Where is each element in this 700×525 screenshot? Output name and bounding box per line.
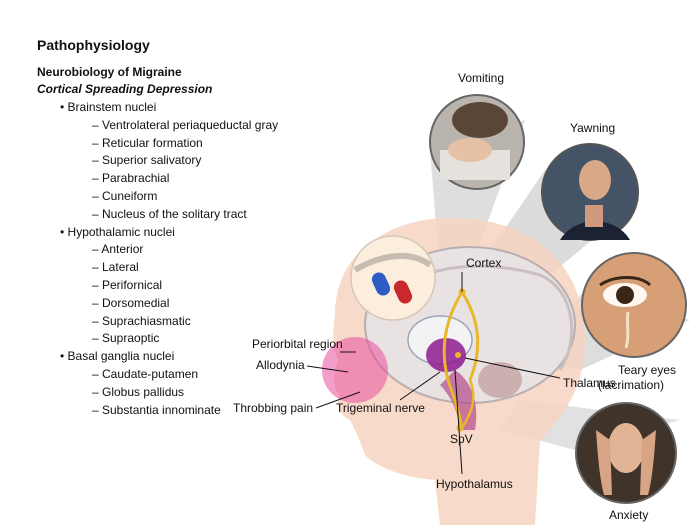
- teary-eyes-label: Teary eyes: [618, 363, 677, 377]
- cortex-label: Cortex: [466, 256, 502, 270]
- spv-node: [456, 424, 464, 432]
- page-subtitle: Neurobiology of Migraine: [37, 65, 182, 79]
- outline-item: – Reticular formation: [92, 135, 203, 150]
- section-heading: Cortical Spreading Depression: [37, 82, 213, 96]
- trigeminal-leader: [399, 371, 441, 401]
- outline-item: – Perifornical: [92, 277, 163, 292]
- ascending-pathway: [460, 379, 475, 429]
- outline-item: – Nucleus of the solitary tract: [92, 206, 247, 221]
- outline-item: – Superior salivatory: [92, 153, 202, 168]
- hypothalamus-leader: [454, 369, 463, 475]
- outline-item: – Parabrachial: [92, 171, 170, 186]
- throbbing-leader: [315, 391, 361, 409]
- yawning-label: Yawning: [570, 121, 616, 135]
- allodynia-label: Allodynia: [256, 358, 305, 372]
- yawning-photo: [541, 143, 639, 241]
- outline-item: – Anterior: [92, 242, 144, 257]
- thalamus-region: [426, 338, 466, 372]
- cerebellum: [478, 362, 522, 398]
- page-title: Pathophysiology: [37, 37, 150, 53]
- vessel-inset: [350, 235, 436, 321]
- outline-category: • Brainstem nuclei: [60, 100, 157, 114]
- thalamus-node: [455, 352, 461, 358]
- outline-item: – Globus pallidus: [92, 384, 185, 399]
- outline-item: – Supraoptic: [92, 331, 160, 346]
- meninges: [353, 252, 432, 273]
- outline-item: – Ventrolateral periaqueductal gray: [92, 117, 279, 132]
- outline-item: – Lateral: [92, 260, 139, 275]
- vomiting-label: Vomiting: [458, 71, 505, 85]
- outline-item: – Caudate-putamen: [92, 366, 199, 381]
- outline-item: – Cuneiform: [92, 188, 158, 203]
- outline-category: • Hypothalamic nuclei: [60, 224, 175, 239]
- anxiety-photo: [575, 402, 677, 504]
- spv-label: SpV: [450, 432, 473, 446]
- periorbital-highlight: [322, 337, 388, 403]
- trigeminal-pathway: [442, 291, 464, 429]
- outline-item: – Dorsomedial: [92, 295, 170, 310]
- thalamus-leader: [464, 357, 561, 379]
- blood-vessel-blue: [371, 272, 391, 296]
- outline-category: • Basal ganglia nuclei: [60, 349, 175, 364]
- allodynia-leader: [306, 365, 349, 373]
- teary-eye-photo: [581, 252, 687, 358]
- hypothalamus-label: Hypothalamus: [436, 477, 513, 491]
- thalamo-cortical-pathway: [460, 291, 480, 381]
- outline-item: – Substantia innominate: [92, 402, 221, 417]
- periorbital-label: Periorbital region: [252, 337, 343, 351]
- trigeminal-nerve-label: Trigeminal nerve: [336, 401, 425, 415]
- outline-item: – Suprachiasmatic: [92, 313, 191, 328]
- vomiting-photo: [429, 94, 525, 190]
- lacrimation-label: (lacrimation): [598, 378, 665, 392]
- anxiety-label: Anxiety: [609, 508, 649, 522]
- throbbing-pain-label: Throbbing pain: [233, 401, 314, 415]
- blood-vessel-red: [393, 280, 413, 304]
- nuclei-outline: • Brainstem nuclei – Ventrolateral peria…: [60, 99, 278, 419]
- thalamus-label: Thalamus: [563, 376, 616, 390]
